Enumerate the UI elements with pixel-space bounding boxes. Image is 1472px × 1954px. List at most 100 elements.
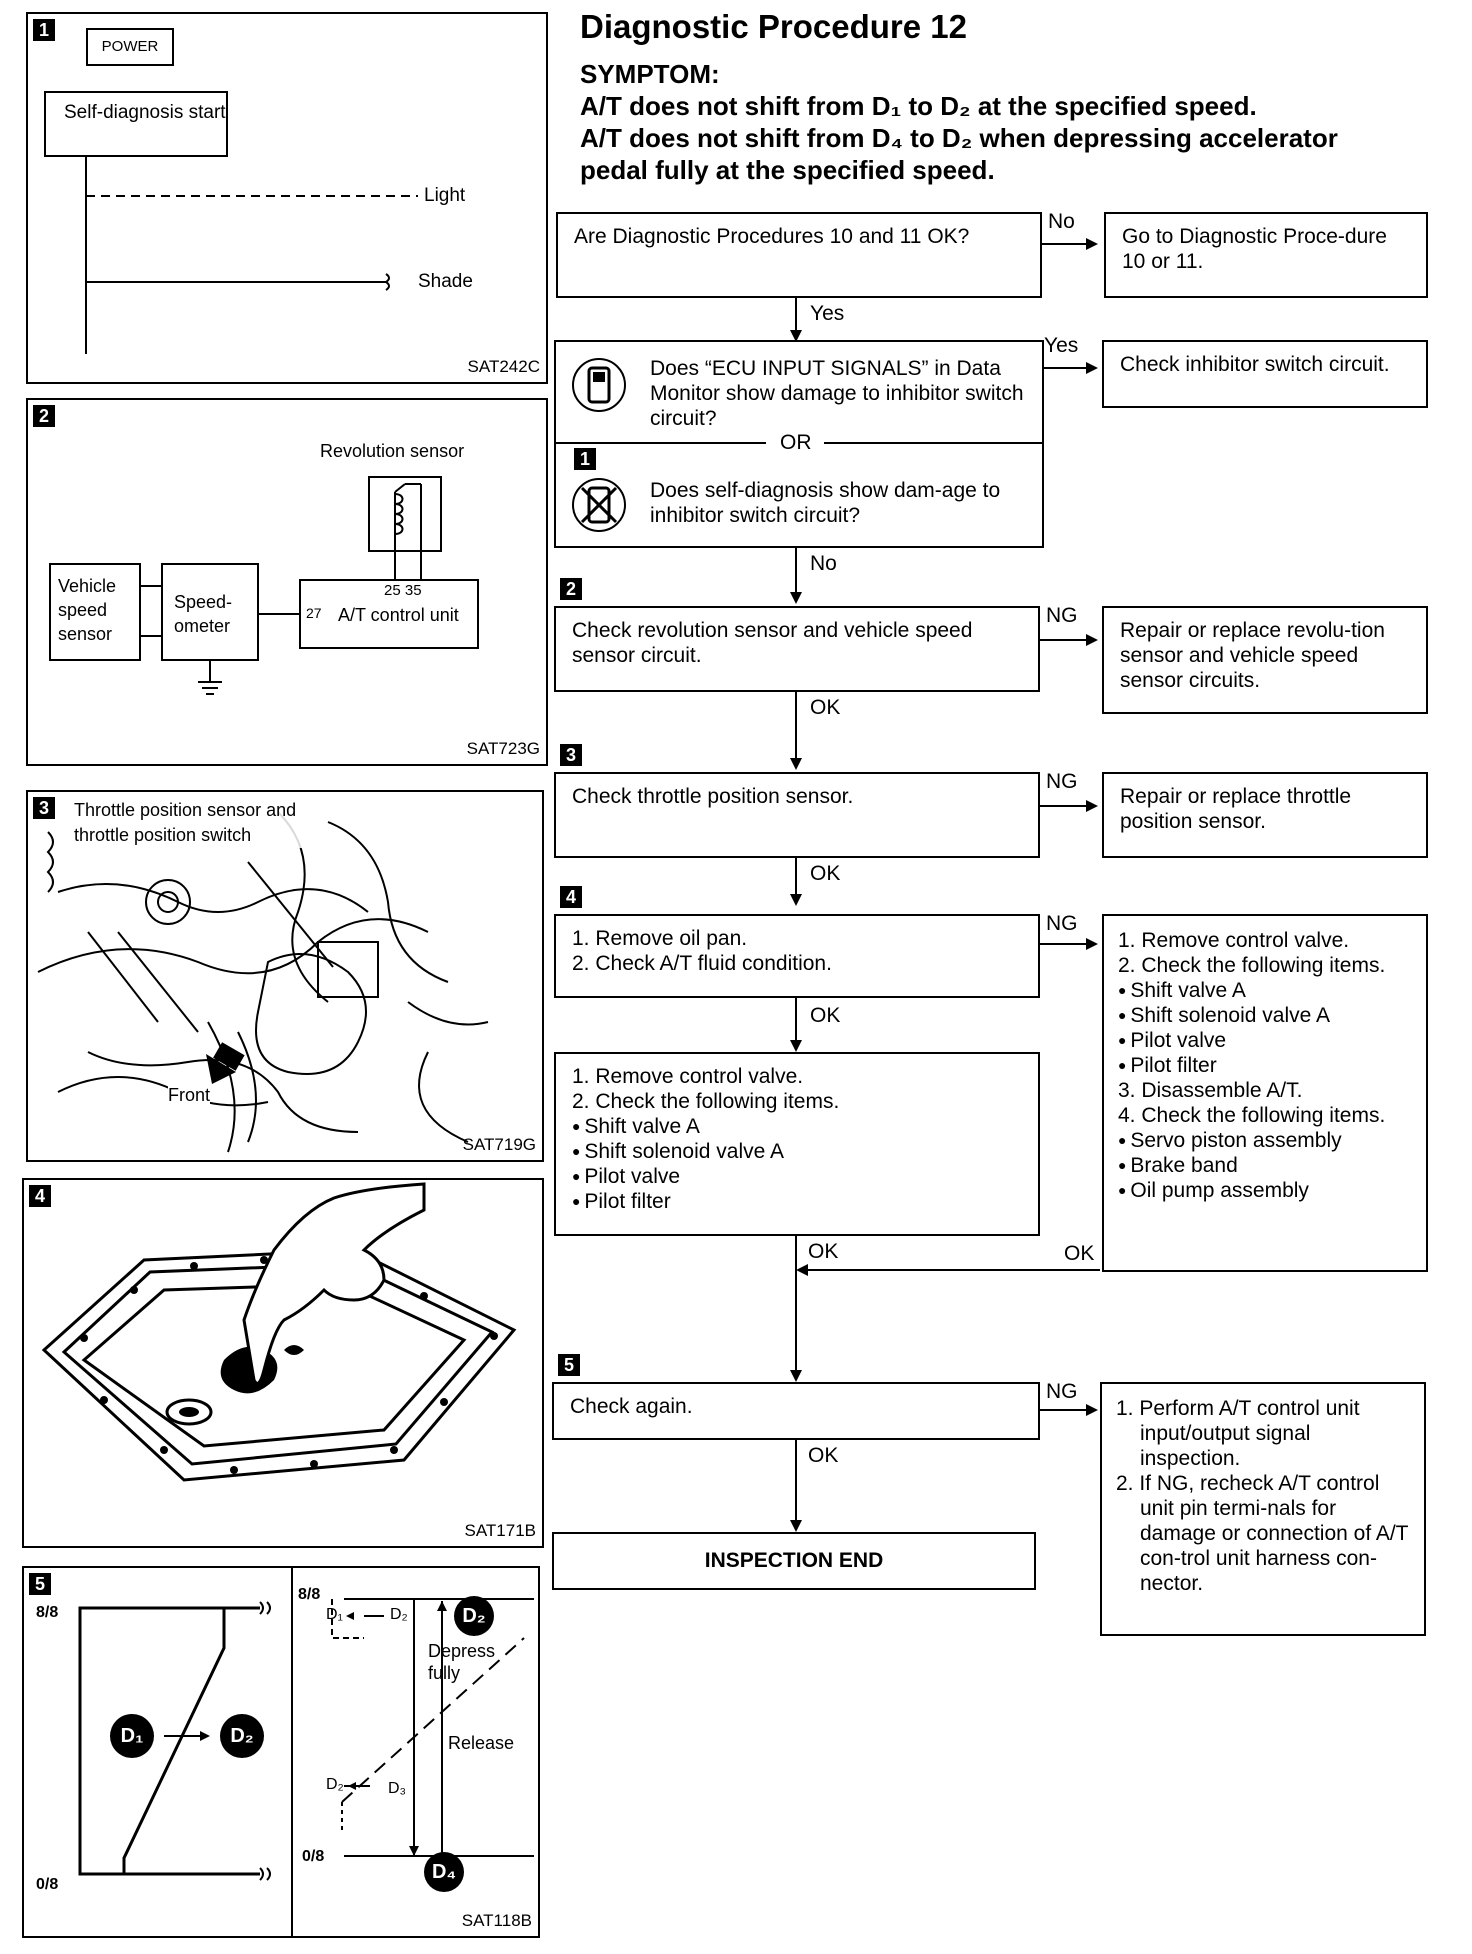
ok-label-4: OK <box>810 1004 841 1027</box>
timing-diagram <box>85 156 418 354</box>
ng-item: 1. Remove control valve. <box>1118 929 1350 952</box>
ok-label-2: OK <box>810 696 841 719</box>
revolution-sensor-label: Revolution sensor <box>320 441 465 461</box>
s4b-item: 2. Check the following items. <box>572 1090 840 1113</box>
panel-number: 2 <box>33 405 55 427</box>
no-label-2: No <box>810 552 837 575</box>
ng-label-5: NG <box>1046 1380 1078 1403</box>
speedometer-label: Speed-ometer <box>174 592 233 636</box>
front-label: Front <box>168 1084 211 1106</box>
or-label: OR <box>780 431 812 454</box>
figure-code: SAT719G <box>462 1135 536 1154</box>
panel-2-revolution-sensor: 2 Revolution sensor 25 35 27 Vehicle spe… <box>26 398 548 766</box>
bottom-left-label: 0/8 <box>36 1876 59 1893</box>
ng-item: Pilot filter <box>1118 1053 1412 1078</box>
s4-item: 1. Remove oil pan. <box>572 927 748 950</box>
symptom-line-1: A/T does not shift from D₁ to D₂ at the … <box>580 91 1257 121</box>
shift-schedule-diagram <box>78 1568 534 1936</box>
consult-tester-icon <box>572 358 626 412</box>
inspection-end-box: INSPECTION END <box>552 1532 1036 1590</box>
pin-numbers: 25 35 <box>384 582 422 599</box>
remove-oil-pan-box: 1. Remove oil pan. 2. Check A/T fluid co… <box>554 914 1040 998</box>
remove-control-valve-ng-box: 1. Remove control valve. 2. Check the fo… <box>1102 914 1428 1272</box>
shade-label: Shade <box>418 271 473 292</box>
d2-small-label-2: D₂ <box>326 1776 344 1793</box>
bottom-right-label: 0/8 <box>302 1848 325 1865</box>
yes-label-2: Yes <box>1044 334 1079 357</box>
ng-item: Shift valve A <box>1118 978 1412 1003</box>
figure-code: SAT171B <box>464 1521 536 1540</box>
ng-label-3: NG <box>1046 770 1078 793</box>
page-title: Diagnostic Procedure 12 <box>580 8 967 45</box>
ng-item: 4. Check the following items. <box>1118 1104 1386 1127</box>
go-to-procedure-box: Go to Diagnostic Proce-dure 10 or 11. <box>1104 212 1428 298</box>
ng-item: Pilot valve <box>1118 1028 1412 1053</box>
ng-item: Brake band <box>1118 1153 1412 1178</box>
symptom-line-3: pedal fully at the specified speed. <box>580 155 995 185</box>
question-procedures-10-11: Are Diagnostic Procedures 10 and 11 OK? <box>556 212 1042 298</box>
ok-label-5: OK <box>808 1444 839 1467</box>
panel-1-self-diagnosis: 1 POWER Self-diagnosis start Light Shade… <box>26 12 548 384</box>
s4b-item: Shift valve A <box>572 1114 1022 1139</box>
remove-control-valve-box: 1. Remove control valve. 2. Check the fo… <box>554 1052 1040 1236</box>
d2-circle-marker: D₂ <box>454 1596 494 1636</box>
check-revolution-sensor-box: Check revolution sensor and vehicle spee… <box>554 606 1040 692</box>
pin-27: 27 <box>306 605 322 621</box>
d2-small-label: D₂ <box>390 1606 408 1623</box>
d1-marker: D₁ <box>110 1714 154 1758</box>
no-label: No <box>1048 210 1075 233</box>
yes-label: Yes <box>810 302 845 325</box>
power-box: POWER <box>86 28 174 66</box>
figure-code: SAT723G <box>466 739 540 758</box>
ng-item: Servo piston assembly <box>1118 1128 1412 1153</box>
ng-item: Oil pump assembly <box>1118 1178 1412 1203</box>
step-number-4: 4 <box>560 886 582 908</box>
self-diagnosis-start-box: Self-diagnosis start <box>44 91 228 157</box>
symptom-heading: SYMPTOM: <box>580 59 720 89</box>
check-throttle-sensor-box: Check throttle position sensor. <box>554 772 1040 858</box>
symptom-line-2: A/T does not shift from D₄ to D₂ when de… <box>580 123 1338 153</box>
s5-ng-item: 2. If NG, recheck A/T control unit pin t… <box>1116 1472 1409 1595</box>
s4-item: 2. Check A/T fluid condition. <box>572 952 832 975</box>
step-number-5: 5 <box>558 1354 580 1376</box>
no-self-diagnosis-icon <box>572 478 626 532</box>
at-control-unit-label: A/T control unit <box>338 605 459 625</box>
step-number-1: 1 <box>574 448 596 470</box>
panel-4-oil-pan: 4 SAT171B <box>22 1178 544 1548</box>
throttle-sensor-label: Throttle position sensor and throttle po… <box>74 798 314 848</box>
ok-label-4-ng: OK <box>1064 1242 1095 1265</box>
ok-label-3: OK <box>810 862 841 885</box>
d1-small-label: D₁ <box>326 1606 343 1623</box>
ok-label-4b: OK <box>808 1240 839 1263</box>
step-number-2: 2 <box>560 578 582 600</box>
panel-number: 1 <box>33 19 55 41</box>
s4b-item: 1. Remove control valve. <box>572 1065 804 1088</box>
panel-5-shift-diagram: 5 8/8 0/8 D₁ D₂ 8/8 0/8 D₁ <box>22 1566 540 1938</box>
panel-number: 3 <box>33 797 55 819</box>
panel-number: 4 <box>29 1185 51 1207</box>
d4-circle-marker: D₄ <box>424 1852 464 1892</box>
check-again-box: Check again. <box>552 1382 1040 1440</box>
ecu-question-text: Does “ECU INPUT SIGNALS” in Data Monitor… <box>650 357 1024 430</box>
step-number-3: 3 <box>560 744 582 766</box>
repair-throttle-sensor-box: Repair or replace throttle position sens… <box>1102 772 1428 858</box>
s5-ng-item: 1. Perform A/T control unit input/output… <box>1116 1397 1360 1470</box>
ng-item: 2. Check the following items. <box>1118 954 1386 977</box>
depress-label: Depress fully <box>428 1641 496 1683</box>
self-diagnosis-question-text: Does self-diagnosis show dam-age to inhi… <box>650 479 1001 527</box>
d2-marker: D₂ <box>220 1714 264 1758</box>
perform-inspection-box: 1. Perform A/T control unit input/output… <box>1100 1382 1426 1636</box>
s4b-item: Pilot valve <box>572 1164 1022 1189</box>
ng-item: 3. Disassemble A/T. <box>1118 1079 1303 1102</box>
ng-label-4: NG <box>1046 912 1078 935</box>
panel-3-throttle-photo: 2 3 Throttle position sensor and throttl… <box>26 790 544 1162</box>
light-label: Light <box>424 185 466 206</box>
vehicle-speed-sensor-label: Vehicle speed sensor <box>58 576 117 644</box>
ng-item: Shift solenoid valve A <box>1118 1003 1412 1028</box>
oil-pan-illustration <box>41 1182 517 1482</box>
panel-number: 5 <box>29 1573 51 1595</box>
figure-code: SAT118B <box>461 1911 532 1930</box>
circuit-diagram <box>49 476 479 695</box>
top-right-label: 8/8 <box>298 1586 321 1603</box>
